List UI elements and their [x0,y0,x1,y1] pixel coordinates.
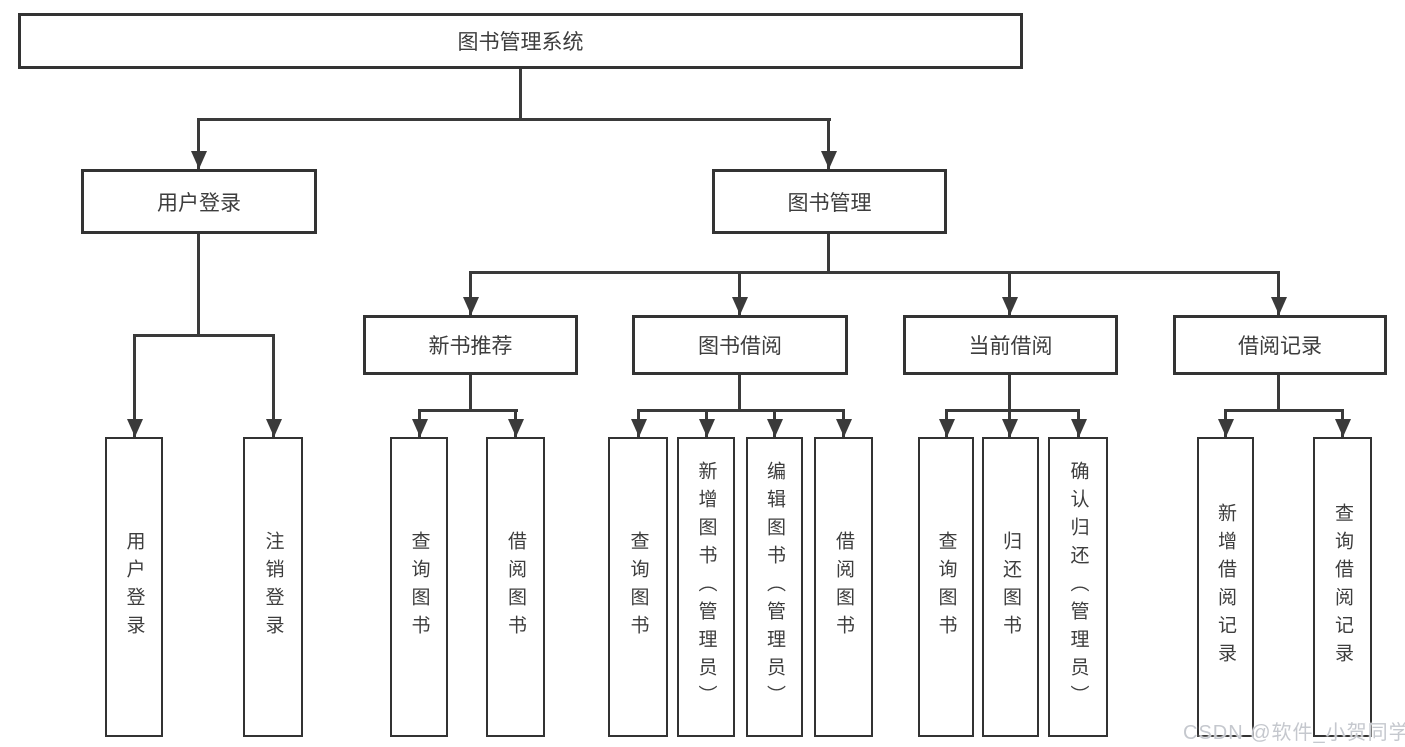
leaf-confirm-return-admin: 确认归还（管理员） [1048,437,1108,737]
node-label: 用户登录 [157,191,241,215]
leaf-label: 借阅图书 [833,531,854,643]
node-root-library-system: 图书管理系统 [18,13,1023,69]
node-label: 当前借阅 [968,335,1053,358]
leaf-label: 编辑图书（管理员） [764,461,785,713]
leaf-label: 查询图书 [627,531,649,643]
leaf-query-books-borrow: 查询图书 [608,437,668,737]
arrow-to-leaf-borrow-books-recommend [514,409,517,437]
leaf-label: 新增借阅记录 [1215,503,1236,671]
leaf-query-borrow-record: 查询借阅记录 [1313,437,1372,737]
arrow-to-leaf-add-books-admin [705,409,708,437]
leaf-borrow-books-recommend: 借阅图书 [486,437,545,737]
leaf-label: 用户登录 [123,531,145,643]
arrow-to-leaf-logout [272,334,275,437]
connector-book-borrow-stub [738,373,741,412]
node-book-borrow: 图书借阅 [632,315,848,375]
connector-current-borrow-stub [1008,373,1011,412]
node-current-borrow: 当前借阅 [903,315,1118,375]
leaf-label: 新增图书（管理员） [695,461,717,713]
arrow-to-leaf-query-borrow-record [1341,409,1344,437]
leaf-add-books-admin: 新增图书（管理员） [677,437,735,737]
arrow-to-leaf-confirm-return-admin [1077,409,1080,437]
node-label: 借阅记录 [1238,335,1322,358]
arrow-to-leaf-edit-books-admin [773,409,776,437]
node-borrow-record: 借阅记录 [1173,315,1387,375]
leaf-query-books-recommend: 查询图书 [390,437,448,737]
leaf-label: 确认归还（管理员） [1067,461,1089,713]
arrow-to-book-management [827,118,830,169]
leaf-label: 归还图书 [1000,531,1021,643]
leaf-query-books-current: 查询图书 [918,437,974,737]
arrow-to-leaf-return-books [1008,409,1011,437]
connector-new-book-stub [469,373,472,412]
node-label: 图书借阅 [698,335,782,358]
leaf-edit-books-admin: 编辑图书（管理员） [746,437,803,737]
leaf-label: 查询图书 [408,531,430,643]
leaf-label: 查询图书 [935,531,957,643]
leaf-user-login: 用户登录 [105,437,163,737]
node-new-book-recommend: 新书推荐 [363,315,578,375]
arrow-to-leaf-query-books-borrow [637,409,640,437]
arrow-to-leaf-query-books-recommend [418,409,421,437]
connector-user-login-stub [197,232,200,337]
node-label: 图书管理 [787,191,872,215]
leaf-label: 查询借阅记录 [1332,503,1353,671]
connector-root-stub [519,67,522,121]
node-label: 新书推荐 [428,335,513,358]
connector-book-borrow-branch [637,409,845,412]
leaf-logout: 注销登录 [243,437,303,737]
connector-level2-branch [469,271,1280,274]
connector-level1-branch [198,118,831,121]
connector-book-mgmt-stub [827,232,830,274]
node-label: 图书管理系统 [457,31,584,54]
connector-current-borrow-branch [945,409,1080,412]
node-user-login: 用户登录 [81,169,317,234]
connector-borrow-record-stub [1277,373,1280,412]
arrow-to-user-login [197,118,200,169]
node-book-management: 图书管理 [712,169,947,234]
arrow-to-book-borrow [738,271,741,315]
csdn-watermark: CSDN @软件_小贺同学 [1183,722,1405,744]
connector-user-login-branch [133,334,275,337]
connector-new-book-branch [418,409,518,412]
leaf-add-borrow-record: 新增借阅记录 [1197,437,1254,737]
connector-borrow-record-branch [1224,409,1344,412]
leaf-label: 借阅图书 [505,531,526,643]
arrow-to-new-book [469,271,472,315]
leaf-return-books: 归还图书 [982,437,1039,737]
arrow-to-leaf-borrow-books [842,409,845,437]
leaf-borrow-books: 借阅图书 [814,437,873,737]
arrow-to-borrow-record [1277,271,1280,315]
arrow-to-current-borrow [1008,271,1011,315]
arrow-to-leaf-add-borrow-record [1224,409,1227,437]
leaf-label: 注销登录 [262,531,284,643]
arrow-to-leaf-user-login [133,334,136,437]
arrow-to-leaf-query-books-current [945,409,948,437]
